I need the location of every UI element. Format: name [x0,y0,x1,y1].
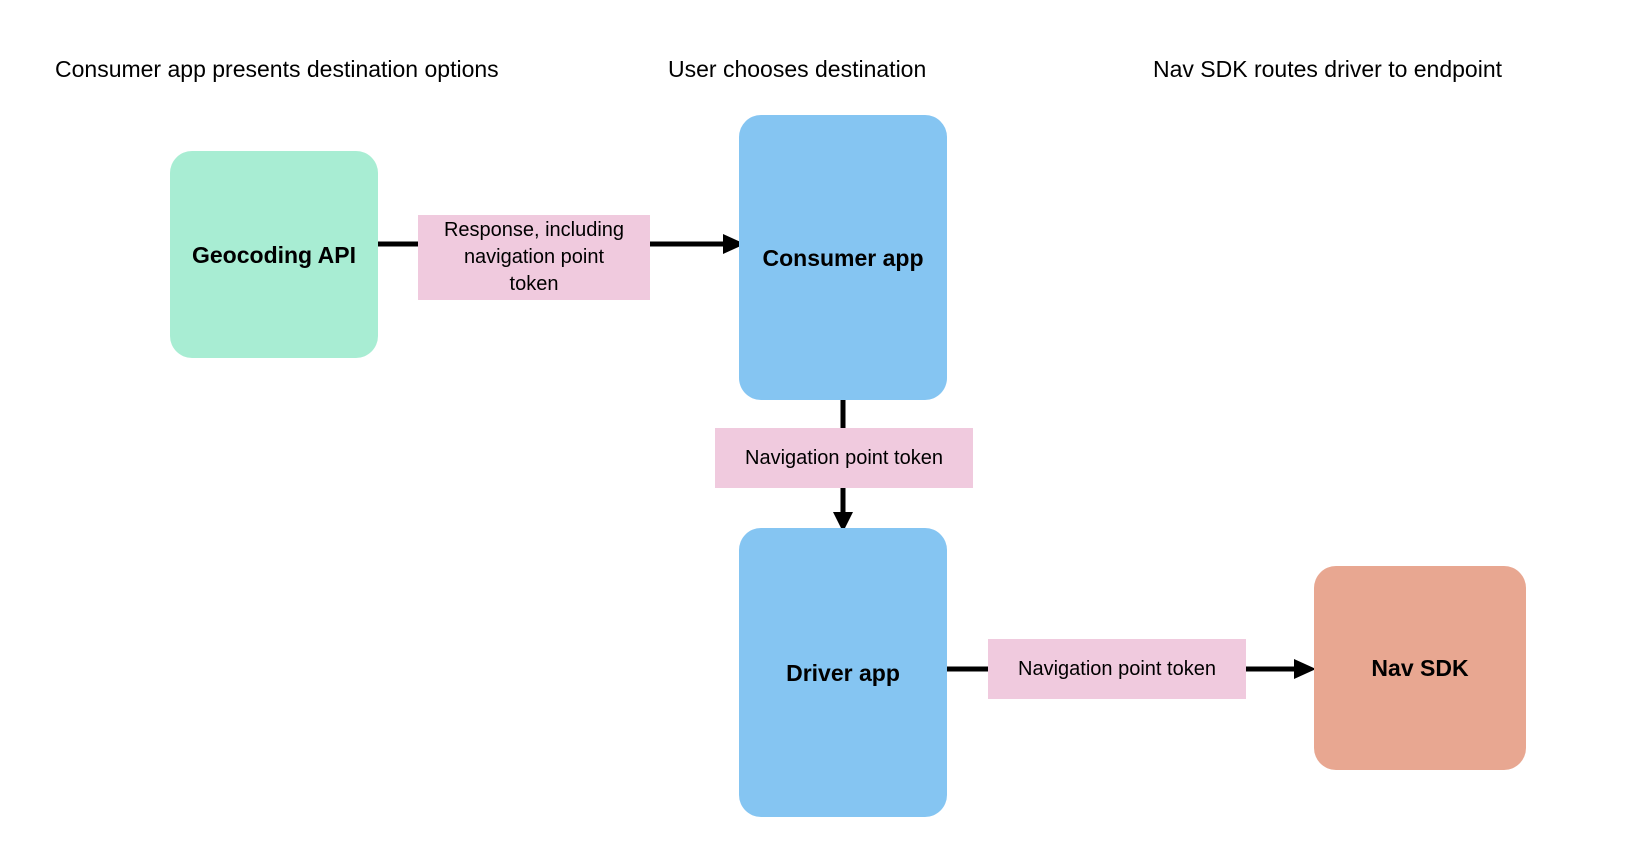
edge-label-navigation-point-token-text-1: Navigation point token [745,446,943,469]
connector-driver-app-to-label [943,666,991,672]
node-geocoding-api[interactable]: Geocoding API [170,151,378,358]
node-nav-sdk[interactable]: Nav SDK [1314,566,1526,770]
node-nav-sdk-label: Nav SDK [1371,655,1469,681]
connector-label-to-nav-sdk-arrow [1240,659,1316,679]
column-header-nav-sdk-routes-driver: Nav SDK routes driver to endpoint [1153,56,1503,82]
edge-label-response-including-navigation-point-token: Response, including navigation point tok… [418,215,650,300]
node-geocoding-api-label: Geocoding API [192,241,356,268]
edge-label-response-text: Response, including navigation point tok… [443,219,625,295]
edge-label-navigation-point-token-consumer-driver: Navigation point token [715,428,973,488]
column-header-consumer-app-presents: Consumer app presents destination option… [55,56,499,82]
connector-label-to-consumer-app-arrow [645,234,745,254]
node-consumer-app-label: Consumer app [762,244,924,271]
connector-geocoding-to-label [372,241,424,247]
node-driver-app[interactable]: Driver app [739,528,947,817]
node-driver-app-label: Driver app [786,659,900,686]
connector-label-to-driver-app-arrow [833,484,853,532]
edge-label-navigation-point-token-driver-navsdk: Navigation point token [988,639,1246,699]
connector-consumer-app-to-label [840,396,846,432]
node-consumer-app[interactable]: Consumer app [739,115,947,400]
column-header-user-chooses-destination: User chooses destination [668,56,927,82]
edge-label-navigation-point-token-text-2: Navigation point token [1018,657,1216,680]
